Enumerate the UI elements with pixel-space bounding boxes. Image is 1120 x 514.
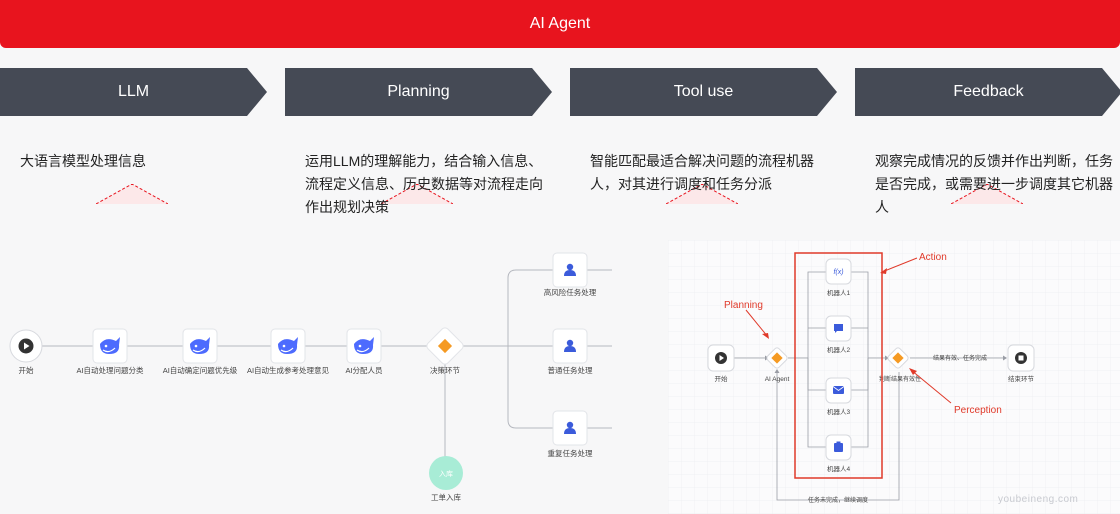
branch-node-repeat — [552, 410, 588, 446]
ai-step-node-1 — [92, 328, 128, 364]
step-arrow-shape — [855, 68, 1120, 116]
user-icon — [564, 339, 576, 352]
robot-node-2 — [825, 315, 852, 342]
step-tool-use: Tool use — [570, 68, 837, 204]
robot-label: 机器人4 — [827, 464, 851, 473]
decision-node — [426, 327, 464, 365]
step-label: Feedback — [953, 83, 1024, 100]
whale-icon — [190, 337, 210, 354]
step-pointer-marker — [666, 184, 738, 204]
play-icon — [24, 342, 30, 350]
ai-step-node-4 — [346, 328, 382, 364]
agent-flow-diagram: 开始 AI Agent f(x) 机器人1 机器人2 机器人3 机器人4 判断结… — [668, 240, 1120, 514]
chat-icon — [834, 324, 843, 333]
step-feedback: Feedback — [855, 68, 1120, 204]
mail-icon — [833, 386, 844, 394]
branch-label: 高风险任务处理 — [544, 287, 597, 297]
start-node — [9, 329, 43, 363]
agent-banner: AI Agent — [0, 0, 1120, 48]
planning-annotation: Planning — [724, 300, 763, 311]
banner-title: AI Agent — [529, 15, 591, 32]
robot-label: 机器人3 — [827, 407, 851, 416]
agent-end-node — [1007, 344, 1035, 372]
step-planning: Planning — [285, 68, 552, 204]
robot-label: 机器人1 — [827, 288, 851, 297]
agent-decision-node — [766, 347, 788, 369]
step-description-planning: 运用LLM的理解能力，结合输入信息、流程定义信息、历史数据等对流程走向作出规划决… — [305, 153, 543, 215]
ai-step-label: AI自动生成参考处理意见 — [247, 365, 330, 375]
robot-label: 机器人2 — [827, 345, 851, 354]
whale-icon — [354, 337, 374, 354]
agent-label: AI Agent — [765, 376, 790, 383]
step-label: Planning — [387, 83, 450, 100]
whale-icon — [100, 337, 120, 354]
start-label: 开始 — [19, 365, 34, 375]
step-description-tool-use: 智能匹配最适合解决问题的流程机器人，对其进行调度和任务分派 — [590, 153, 814, 192]
clipboard-icon — [834, 443, 843, 452]
stop-icon — [1018, 355, 1024, 361]
user-icon — [564, 263, 576, 276]
storage-label: 工单入库 — [431, 492, 461, 502]
action-highlight-box — [794, 252, 883, 479]
diamond-icon — [437, 338, 453, 354]
robot-node-4 — [825, 434, 852, 461]
function-icon: f(x) — [833, 269, 843, 276]
storage-node-text: 入库 — [439, 469, 453, 478]
result-label: 结果有效、任务完成 — [933, 354, 987, 362]
step-description-llm: 大语言模型处理信息 — [20, 153, 146, 169]
agent-start-node — [707, 344, 735, 372]
judge-node — [887, 347, 909, 369]
storage-node: 入库 — [429, 456, 463, 490]
step-llm: LLM — [0, 68, 267, 204]
user-icon — [564, 421, 576, 434]
robot-node-1: f(x) — [825, 258, 852, 285]
agent-end-label: 结束环节 — [1008, 374, 1035, 383]
step-label: LLM — [117, 83, 150, 100]
watermark: youbeineng.com — [998, 494, 1078, 505]
robot-node-3 — [825, 377, 852, 404]
ai-step-label: AI分配人员 — [345, 366, 383, 375]
play-icon — [719, 355, 724, 361]
ticket-flow-diagram: 开始 AI自动处理问题分类 AI自动确定问题优先级 AI自动生成参考处理意见 A… — [9, 252, 612, 502]
action-annotation: Action — [919, 252, 947, 263]
step-arrow-shape — [0, 68, 267, 116]
branch-node-high-risk — [552, 252, 588, 288]
step-arrow-shape — [570, 68, 837, 116]
step-description-feedback: 观察完成情况的反馈并作出判断，任务是否完成，或需要进一步调度其它机器人 — [875, 153, 1113, 215]
ai-step-node-2 — [182, 328, 218, 364]
ai-step-label: AI自动处理问题分类 — [76, 365, 144, 375]
step-pointer-marker — [381, 184, 453, 204]
ai-step-node-3 — [270, 328, 306, 364]
whale-icon — [278, 337, 298, 354]
branch-node-normal — [552, 328, 588, 364]
step-arrow-shape — [285, 68, 552, 116]
step-label: Tool use — [673, 83, 734, 100]
step-pointer-marker — [951, 184, 1023, 204]
step-pointer-marker — [96, 184, 168, 204]
branch-label: 重复任务处理 — [548, 448, 593, 458]
ai-step-label: AI自动确定问题优先级 — [163, 365, 238, 375]
decision-label: 决策环节 — [430, 365, 460, 375]
judge-label: 判断结果有效性 — [879, 375, 921, 383]
branch-label: 普通任务处理 — [548, 365, 593, 375]
perception-annotation: Perception — [954, 405, 1002, 416]
loop-label: 任务未完成，继续调度 — [808, 496, 868, 504]
agent-start-label: 开始 — [715, 374, 729, 383]
